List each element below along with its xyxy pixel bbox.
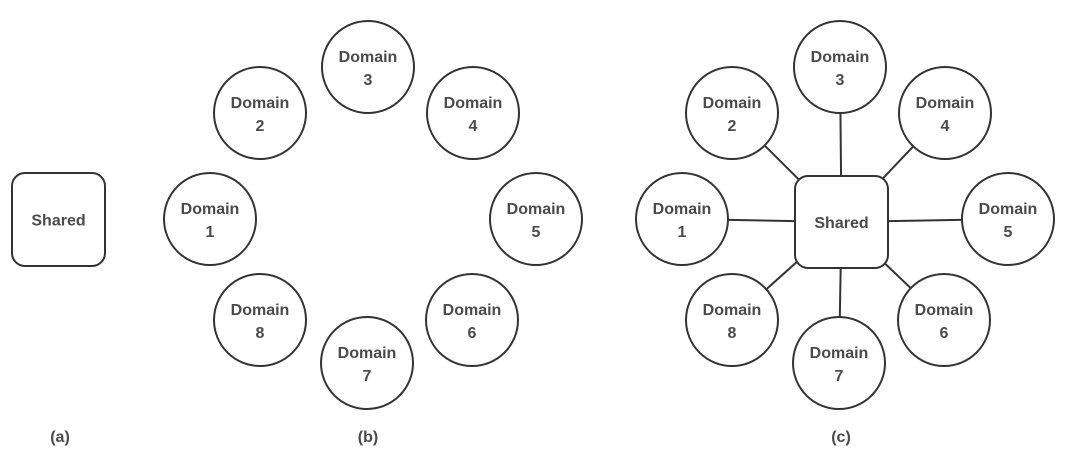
domain-circle: [961, 172, 1055, 266]
domain-circle: [425, 273, 519, 367]
domain-circle: [321, 20, 415, 114]
domain-circle: [635, 172, 729, 266]
shared-node: Shared: [794, 175, 889, 269]
domain-circle: [898, 66, 992, 160]
shared-node: Shared: [11, 172, 106, 267]
panel-label: (a): [50, 429, 70, 446]
panel-label: (c): [831, 429, 851, 446]
domain-circle: [213, 273, 307, 367]
domain-circle: [897, 273, 991, 367]
domain-circle: [685, 273, 779, 367]
domain-circle: [213, 66, 307, 160]
domain-circle: [792, 316, 886, 410]
domain-circle: [685, 66, 779, 160]
panel-label: (b): [358, 429, 378, 446]
shared-label: Shared: [814, 215, 868, 232]
shared-box: [794, 175, 889, 269]
domain-circle: [793, 20, 887, 114]
domain-circle: [426, 66, 520, 160]
shared-label: Shared: [31, 213, 85, 230]
domain-circle: [320, 316, 414, 410]
shared-box: [11, 172, 106, 267]
panel-a: Shared (a): [11, 172, 106, 446]
domain-circle: [163, 172, 257, 266]
domain-circle: [489, 172, 583, 266]
